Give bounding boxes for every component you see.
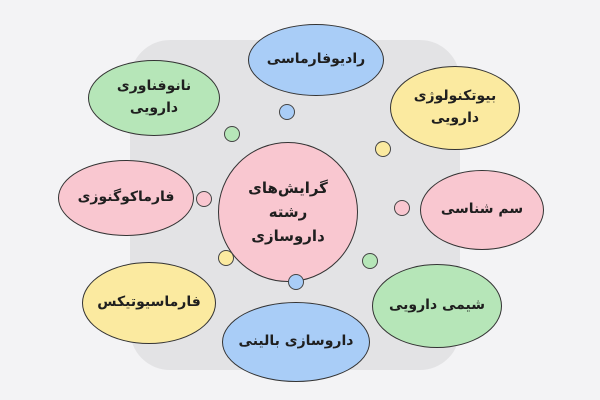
connector-dot bbox=[375, 141, 391, 157]
bubble-radiopharmacy: رادیوفارماسی bbox=[248, 24, 384, 96]
connector-dot bbox=[218, 250, 234, 266]
connector-dot bbox=[288, 274, 304, 290]
bubble-pharmacognosy: فارماکوگنوزی bbox=[58, 160, 194, 236]
connector-dot bbox=[362, 253, 378, 269]
bubble-toxicology: سم شناسی bbox=[420, 170, 544, 250]
bubble-pharmaceutical-biotechnology: بیوتکنولوژی دارویی bbox=[390, 66, 520, 150]
connector-dot bbox=[279, 104, 295, 120]
connector-dot bbox=[394, 200, 410, 216]
center-bubble: گرایش‌های رشته داروسازی bbox=[218, 142, 358, 282]
bubble-pharmaceutical-nanotechnology: نانوفناوری دارویی bbox=[88, 60, 220, 136]
bubble-pharmaceutics: فارماسیوتیکس bbox=[82, 262, 216, 344]
connector-dot bbox=[196, 191, 212, 207]
connector-dot bbox=[224, 126, 240, 142]
bubble-clinical-pharmacy: داروسازی بالینی bbox=[222, 302, 370, 382]
bubble-medicinal-chemistry: شیمی دارویی bbox=[372, 264, 502, 348]
